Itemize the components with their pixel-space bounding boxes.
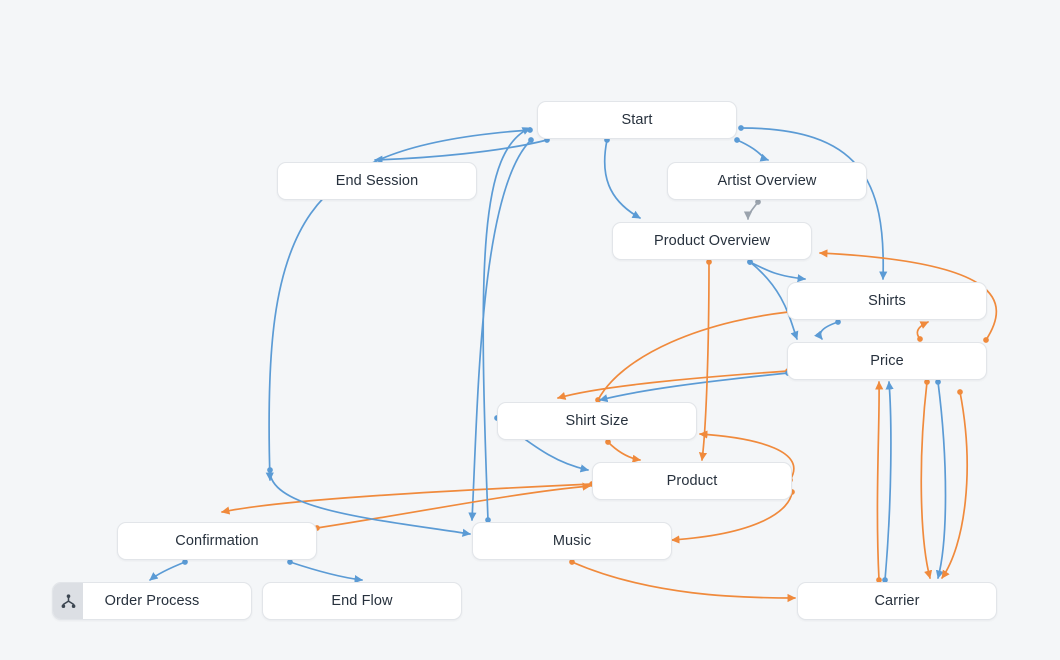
node-label: Carrier bbox=[874, 592, 920, 609]
node-product-overview[interactable]: Product Overview bbox=[612, 222, 812, 260]
edge-price-to-shirt-size[interactable] bbox=[599, 370, 791, 403]
edge-start-to-end-session[interactable] bbox=[374, 137, 550, 164]
node-label: Product Overview bbox=[653, 232, 771, 249]
process-hierarchy-icon bbox=[53, 583, 83, 619]
node-carrier[interactable]: Carrier bbox=[797, 582, 997, 620]
edge-price-to-carrier[interactable] bbox=[941, 389, 968, 579]
node-label: End Flow bbox=[331, 592, 393, 609]
node-price[interactable]: Price bbox=[787, 342, 987, 380]
edge-music-to-start[interactable] bbox=[482, 127, 531, 523]
node-end-session[interactable]: End Session bbox=[277, 162, 477, 200]
edge-music-to-carrier[interactable] bbox=[569, 559, 796, 603]
edge-price-to-carrier[interactable] bbox=[920, 379, 933, 579]
edge-start-to-product-overview[interactable] bbox=[603, 137, 641, 219]
node-order-process[interactable]: Order Process bbox=[52, 582, 252, 620]
node-label: Price bbox=[870, 352, 904, 369]
node-end-flow[interactable]: End Flow bbox=[262, 582, 462, 620]
edge-shirts-to-price[interactable] bbox=[814, 319, 841, 340]
edge-start-to-artist-overview[interactable] bbox=[734, 137, 769, 162]
edge-price-to-shirt-size[interactable] bbox=[557, 368, 791, 400]
edge-product-overview-to-shirts[interactable] bbox=[747, 259, 806, 283]
node-artist-overview[interactable]: Artist Overview bbox=[667, 162, 867, 200]
edge-artist-overview-to-product-overview[interactable] bbox=[743, 199, 761, 220]
edge-shirts-to-price[interactable] bbox=[916, 321, 929, 342]
node-label: Shirt Size bbox=[565, 412, 629, 429]
edge-confirmation-to-end-flow[interactable] bbox=[287, 559, 363, 584]
node-shirt-size[interactable]: Shirt Size bbox=[497, 402, 697, 440]
edge-shirt-size-to-product[interactable] bbox=[605, 439, 641, 463]
edge-product-overview-to-product[interactable] bbox=[698, 259, 712, 461]
node-start[interactable]: Start bbox=[537, 101, 737, 139]
edge-shirts-to-shirt-size[interactable] bbox=[595, 306, 811, 403]
node-label: End Session bbox=[335, 172, 419, 189]
node-label: Start bbox=[621, 111, 653, 128]
node-product[interactable]: Product bbox=[592, 462, 792, 500]
node-label: Confirmation bbox=[175, 532, 259, 549]
node-label: Artist Overview bbox=[717, 172, 817, 189]
edge-confirmation-to-order-process[interactable] bbox=[149, 559, 188, 581]
edge-carrier-to-price[interactable] bbox=[875, 381, 884, 583]
node-music[interactable]: Music bbox=[472, 522, 672, 560]
edge-carrier-to-price[interactable] bbox=[882, 381, 894, 583]
edge-start-to-music[interactable] bbox=[468, 137, 534, 521]
edge-product-to-music[interactable] bbox=[221, 481, 595, 515]
node-label: Music bbox=[552, 532, 592, 549]
node-confirmation[interactable]: Confirmation bbox=[117, 522, 317, 560]
edge-price-to-carrier[interactable] bbox=[935, 379, 947, 579]
node-label: Order Process bbox=[104, 592, 200, 609]
node-label: Product bbox=[666, 472, 718, 489]
node-shirts[interactable]: Shirts bbox=[787, 282, 987, 320]
node-label: Shirts bbox=[868, 292, 906, 309]
